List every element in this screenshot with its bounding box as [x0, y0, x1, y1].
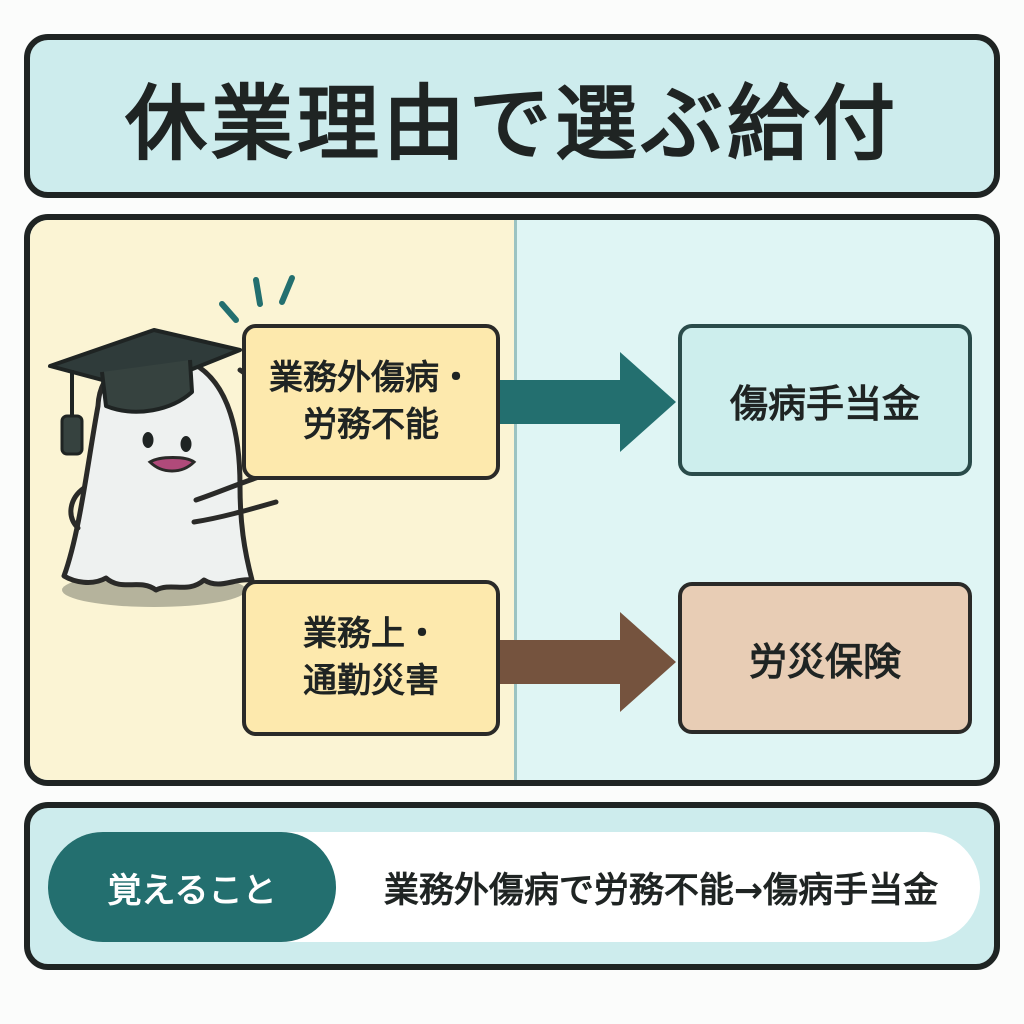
cause-line: 労務不能 — [303, 405, 439, 445]
ghost-graduate-mascot-icon — [48, 275, 295, 607]
cause-box-non-work-injury: 業務外傷病・ 労務不能 — [242, 324, 500, 480]
summary-banner: 覚えること 業務外傷病で労務不能→傷病手当金 — [24, 802, 1000, 970]
diagram-panel: 業務外傷病・ 労務不能 傷病手当金 業務上・ 通勤災害 労災保険 — [24, 214, 1000, 786]
summary-bar: 覚えること 業務外傷病で労務不能→傷病手当金 — [48, 832, 980, 942]
result-box-workers-comp: 労災保険 — [678, 582, 972, 734]
summary-label-badge: 覚えること — [48, 832, 336, 942]
result-label: 労災保険 — [748, 639, 901, 684]
title-banner: 休業理由で選ぶ給付 — [24, 34, 1000, 198]
result-box-sickness-allowance: 傷病手当金 — [678, 324, 972, 476]
column-divider — [514, 220, 517, 780]
cause-line: 通勤災害 — [303, 661, 439, 701]
right-arrow-icon — [500, 612, 676, 712]
right-arrow-icon — [500, 352, 676, 452]
cause-box-work-commute-accident: 業務上・ 通勤災害 — [242, 580, 500, 736]
page-title: 休業理由で選ぶ給付 — [124, 76, 899, 172]
cause-line: 業務外傷病・ — [269, 358, 473, 399]
cause-line: 業務上・ — [303, 614, 439, 655]
result-label: 傷病手当金 — [729, 381, 920, 426]
summary-text: 業務外傷病で労務不能→傷病手当金 — [383, 870, 939, 911]
